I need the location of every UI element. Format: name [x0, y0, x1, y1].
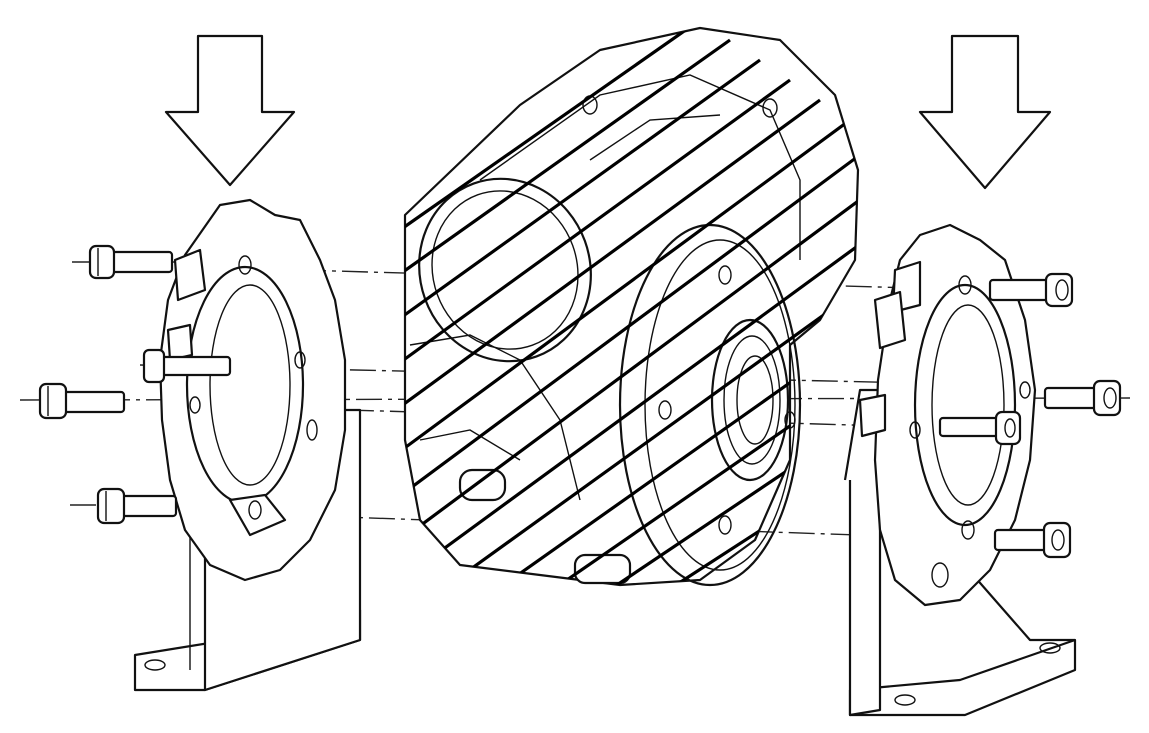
left-down-arrow-icon: [164, 34, 296, 187]
left-mounting-bracket: [133, 198, 362, 692]
bolt: [142, 348, 232, 384]
bolt: [988, 272, 1074, 308]
bolt: [96, 487, 178, 525]
bolt: [938, 410, 1022, 446]
bolt: [88, 244, 174, 280]
right-mounting-bracket: [843, 223, 1077, 717]
gearbox-housing: [403, 26, 860, 587]
right-bolts: [938, 272, 1122, 559]
left-bolts: [38, 244, 232, 525]
bolt: [38, 382, 126, 420]
right-down-arrow-icon: [918, 34, 1052, 190]
bolt: [993, 521, 1072, 559]
bolt: [1043, 379, 1122, 417]
